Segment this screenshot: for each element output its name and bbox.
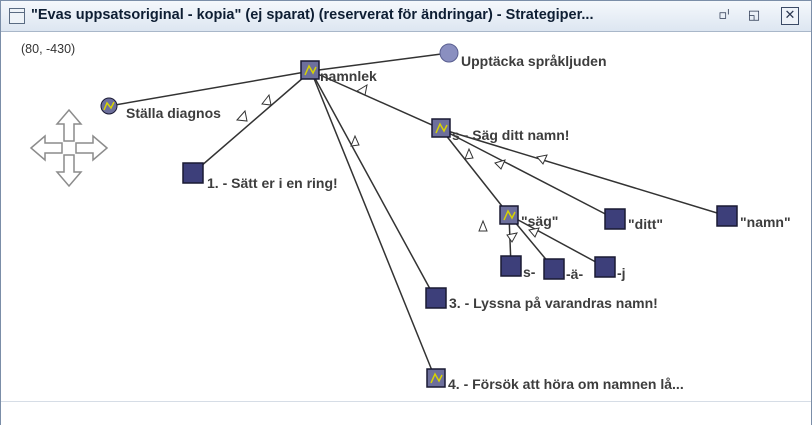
label-upptacka: Upptäcka språkljuden — [461, 53, 607, 69]
node-ditt[interactable] — [604, 208, 626, 230]
close-button[interactable]: ✕ — [781, 7, 799, 25]
coordinate-readout: (80, -430) — [21, 42, 76, 56]
graph-icon — [503, 209, 516, 221]
label-sag: "säg" — [521, 213, 558, 229]
minimize-button[interactable]: ▫ᴵ — [718, 8, 730, 23]
arrowhead — [494, 159, 506, 170]
graph-icon — [430, 372, 443, 384]
node-n4[interactable] — [426, 368, 446, 388]
node-namnlek[interactable] — [300, 60, 320, 80]
label-stalla: Ställa diagnos — [126, 105, 221, 121]
label-n1: 1. - Sätt er i en ring! — [207, 175, 338, 191]
pan-right-icon[interactable] — [75, 134, 109, 162]
label-a-letter: -ä- — [566, 266, 583, 282]
strategy-canvas[interactable]: namnlek Upptäcka språkljuden Ställa diag… — [9, 33, 809, 401]
label-s: s - Säg ditt namn! — [452, 127, 569, 143]
edge-sag-j — [508, 214, 606, 268]
arrowhead — [536, 154, 548, 165]
arrowhead — [506, 232, 518, 243]
node-sag[interactable] — [499, 205, 519, 225]
pan-down-icon[interactable] — [55, 154, 83, 188]
pan-left-icon[interactable] — [29, 134, 63, 162]
node-circle-upptacka[interactable] — [439, 43, 459, 63]
label-n3: 3. - Lyssna på varandras namn! — [449, 295, 658, 311]
edge-namnlek-upptacka — [310, 52, 450, 72]
edge-namnlek-n4 — [310, 70, 436, 379]
graph-icon — [435, 122, 448, 134]
arrowhead — [528, 227, 540, 238]
edge-s-sag — [440, 128, 510, 216]
edge-s-namn — [440, 128, 728, 217]
node-namn[interactable] — [716, 205, 738, 227]
graph-icon — [304, 64, 317, 76]
arrowhead — [464, 147, 474, 160]
arrowhead — [235, 109, 248, 122]
label-n4: 4. - Försök att höra om namnen lå... — [448, 376, 684, 392]
edge-namnlek-n1 — [192, 70, 312, 174]
arrowhead — [350, 134, 360, 147]
pan-navigator[interactable] — [29, 108, 109, 188]
arrowheads — [235, 83, 548, 243]
arrowhead — [355, 83, 368, 96]
label-ditt: "ditt" — [628, 216, 663, 232]
label-namnlek: namnlek — [320, 68, 377, 84]
node-s[interactable] — [431, 118, 451, 138]
node-box — [431, 118, 451, 138]
node-a-letter[interactable] — [543, 258, 565, 280]
maximize-button[interactable]: ◱ — [747, 8, 761, 23]
window-title: "Evas uppsatsoriginal - kopia" (ej spara… — [31, 7, 594, 23]
arrowhead — [261, 93, 272, 106]
node-j-letter[interactable] — [594, 256, 616, 278]
edge-namnlek-s — [310, 70, 442, 130]
edge-namnlek-stalla — [108, 70, 312, 107]
arrowhead — [478, 219, 488, 232]
edge-namnlek-n3 — [310, 70, 436, 299]
window-icon — [9, 8, 25, 24]
node-n3[interactable] — [425, 287, 447, 309]
node-box — [426, 368, 446, 388]
edge-s-ditt — [440, 128, 616, 220]
label-namn: "namn" — [740, 214, 791, 230]
node-stalla[interactable] — [100, 97, 118, 115]
node-box — [300, 60, 320, 80]
graph-icon — [103, 101, 115, 111]
label-s-letter: s- — [523, 264, 536, 280]
graph-svg: namnlek Upptäcka språkljuden Ställa diag… — [29, 43, 791, 392]
title-bar[interactable]: "Evas uppsatsoriginal - kopia" (ej spara… — [1, 1, 811, 32]
node-n1[interactable] — [182, 162, 204, 184]
node-box — [499, 205, 519, 225]
node-s-letter[interactable] — [500, 255, 522, 277]
label-j-letter: -j — [617, 265, 626, 281]
bottom-strip — [1, 401, 811, 425]
pan-up-icon[interactable] — [55, 108, 83, 142]
